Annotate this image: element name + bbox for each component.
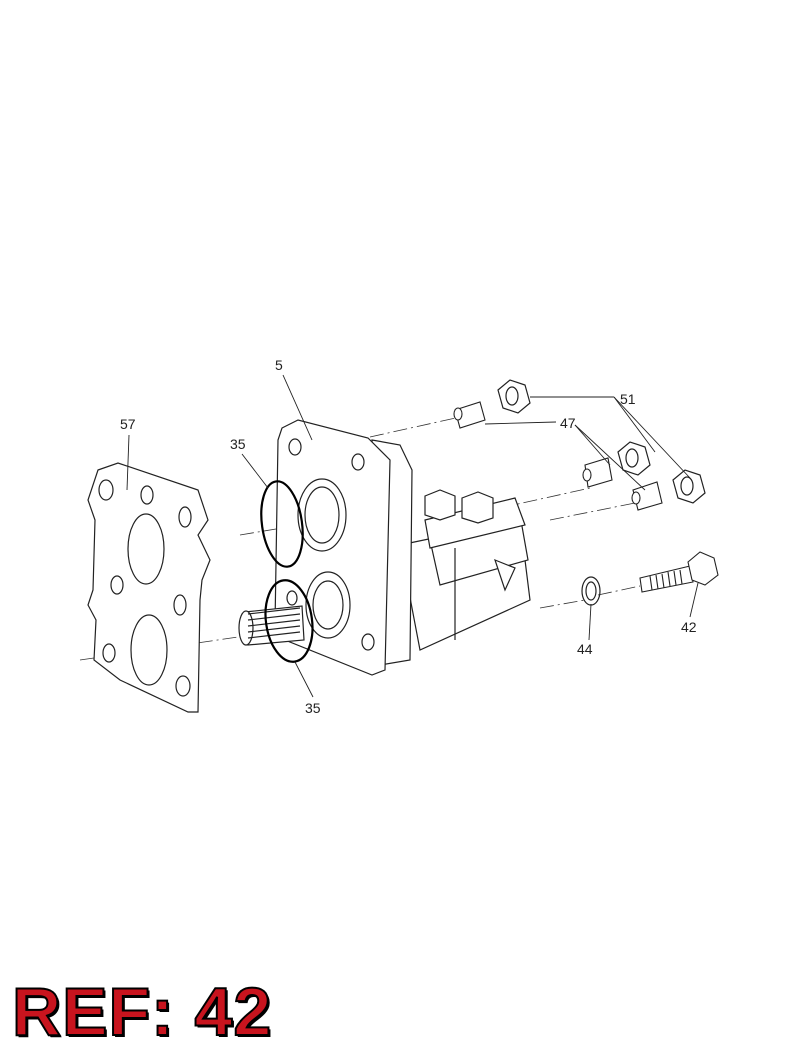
fittings-47 bbox=[453, 401, 663, 511]
washer-44 bbox=[581, 576, 601, 606]
callout-51: 51 bbox=[620, 391, 636, 407]
leader-lines bbox=[126, 374, 699, 698]
callout-5: 5 bbox=[275, 357, 283, 373]
callout-47: 47 bbox=[560, 415, 576, 431]
gasket-plate-57 bbox=[87, 462, 211, 713]
pump-body-5 bbox=[238, 419, 531, 676]
nuts-51 bbox=[497, 379, 706, 504]
callout-44: 44 bbox=[577, 641, 593, 657]
callout-57: 57 bbox=[120, 416, 136, 432]
callout-42: 42 bbox=[681, 619, 697, 635]
o-rings-35 bbox=[260, 480, 314, 663]
callout-35-bottom: 35 bbox=[305, 700, 321, 716]
bolt-42 bbox=[639, 551, 719, 593]
ref-badge: REF: 42 bbox=[11, 974, 273, 1050]
callout-35-top: 35 bbox=[230, 436, 246, 452]
